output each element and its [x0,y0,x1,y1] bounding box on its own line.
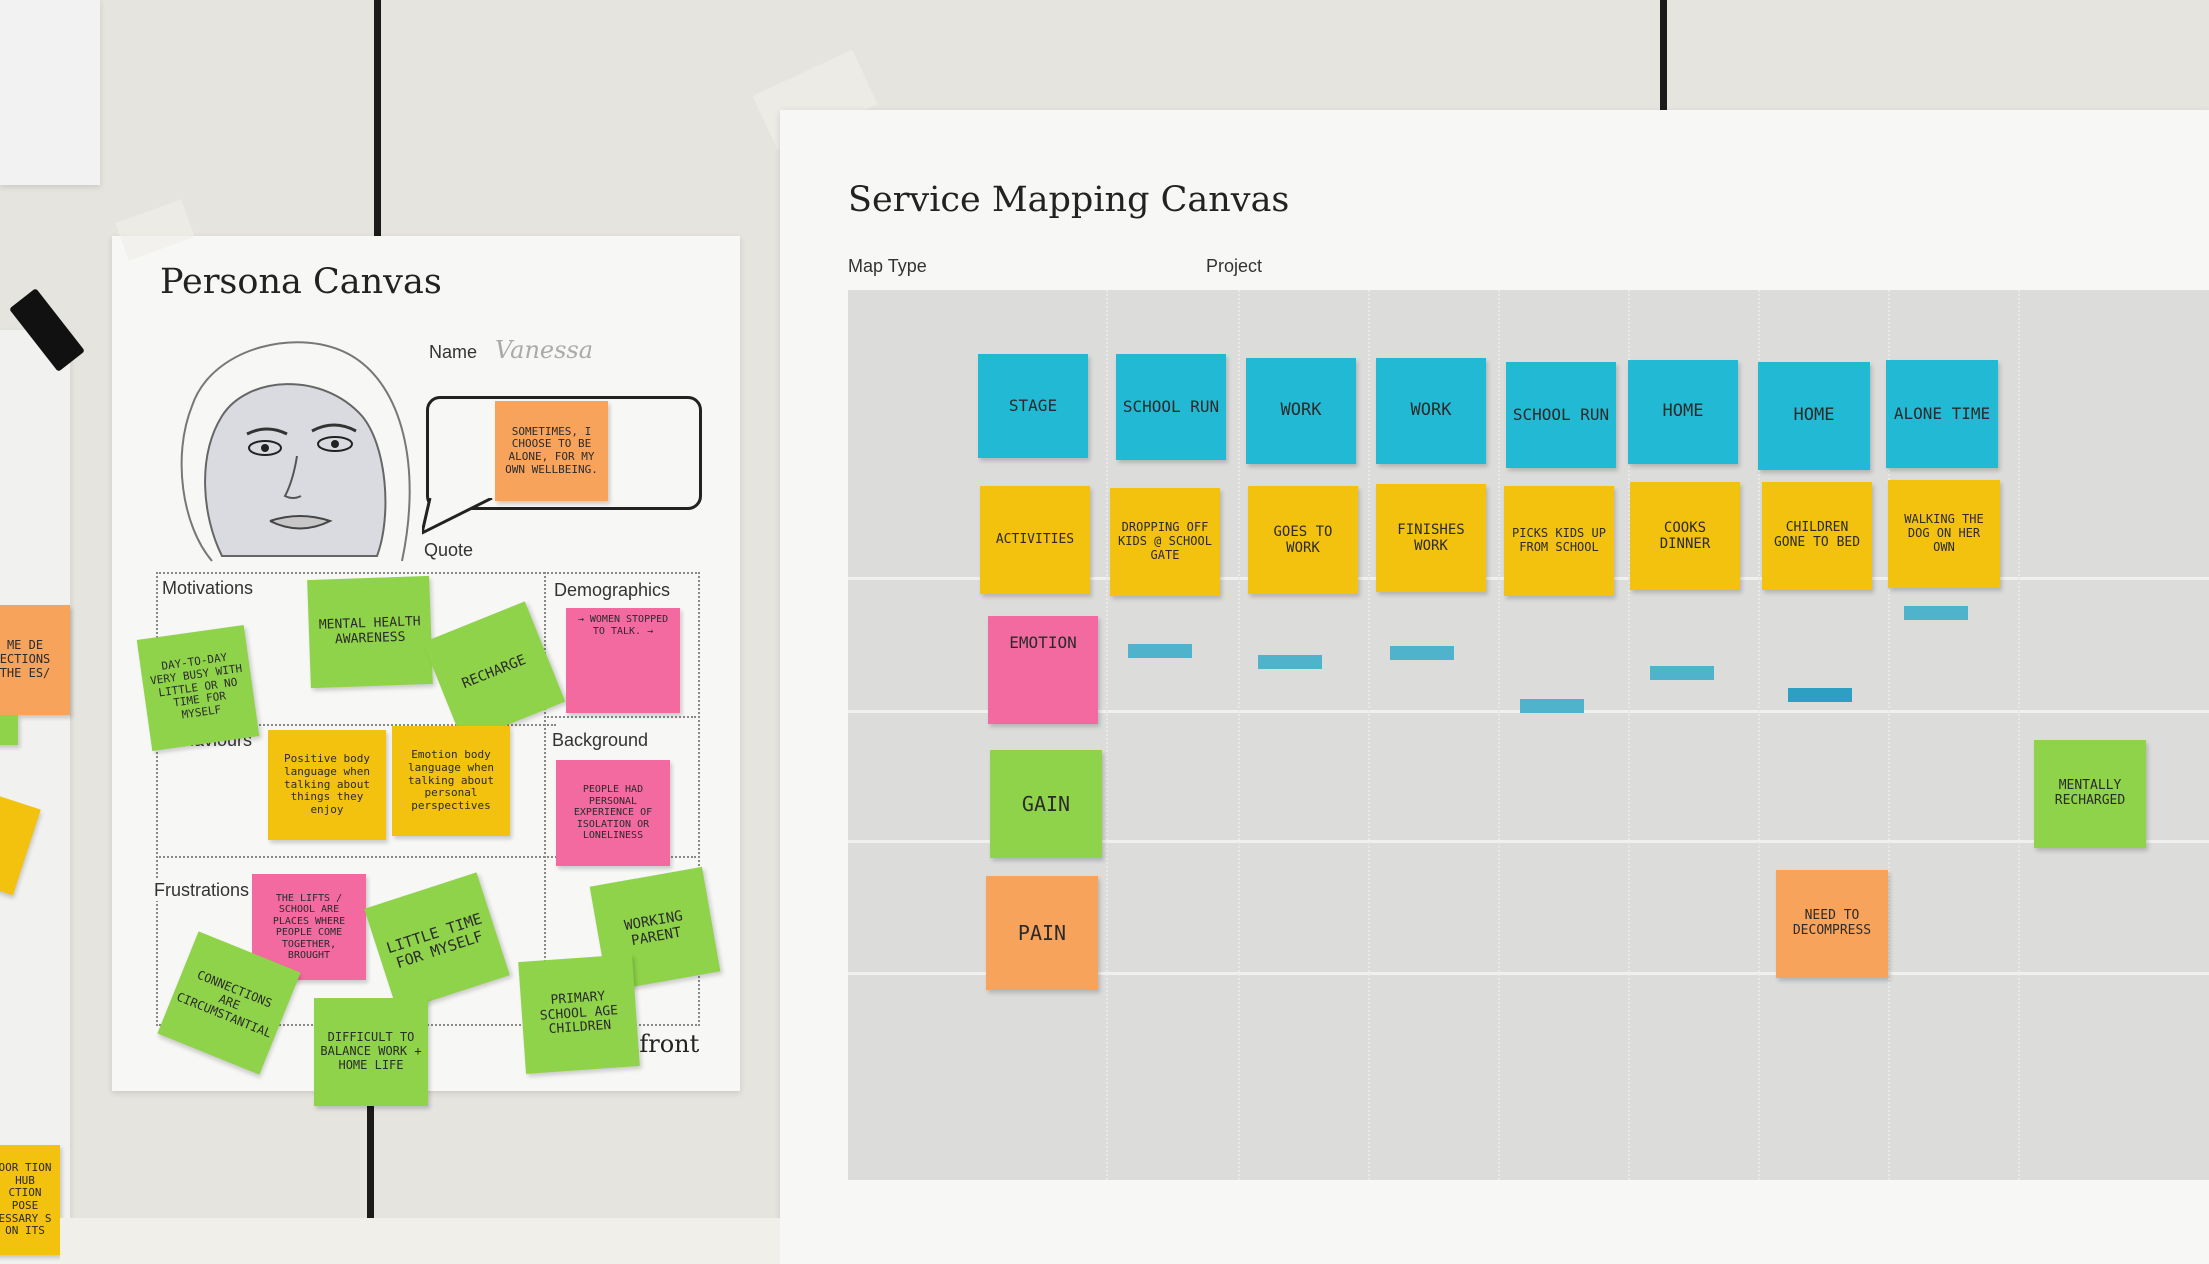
persona-note-people-had: People had personal experience of isolat… [556,760,670,866]
stage-note-5: Home [1628,360,1738,464]
background-label: Background [552,730,648,751]
persona-canvas-sheet: Persona Canvas Name Vanessa Sometimes, I… [112,236,740,1091]
activity-note-5: Cooks dinner [1630,482,1740,590]
left-side-sheet [0,330,70,1264]
emotion-curve-mark [1788,688,1852,702]
grid-col-line [1238,290,1240,1180]
floor-strip [60,1218,780,1264]
emotion-curve-mark [1128,644,1192,658]
pain-label-note: Pain [986,876,1098,990]
emotion-curve-mark [1650,666,1714,680]
persona-note-mental-health: Mental health awareness [307,576,433,688]
motivations-label: Motivations [162,578,253,599]
activity-note-0: Activities [980,486,1090,594]
grid-divider [544,716,696,718]
stage-note-4: School run [1506,362,1616,468]
activity-note-3: Finishes work [1376,484,1486,592]
persona-title: Persona Canvas [160,262,442,302]
left-edge-bottom-note: oor tion hub ction pose essary s on its [0,1145,60,1255]
service-canvas-sheet: Service Mapping Canvas Map Type Project … [780,110,2209,1264]
grid-col-line [1106,290,1108,1180]
map-type-label: Map Type [848,256,927,277]
emotion-curve-mark [1904,606,1968,620]
activity-note-1: Dropping off kids @ school gate [1110,488,1220,596]
persona-note-women-stopped: → Women stopped to talk. → [566,608,680,713]
wall-seam [374,0,381,240]
frustrations-label: Frustrations [154,880,249,901]
activity-note-7: Walking the dog on her own [1888,480,2000,588]
stage-note-1: School run [1116,354,1226,460]
emotion-curve-mark [1520,699,1584,713]
pain-note-need-to-decompress: Need to decompress [1776,870,1888,978]
wall-seam [1660,0,1667,112]
persona-note-primary-school: Primary school age children [518,954,640,1074]
name-label: Name [429,342,477,363]
gain-label-note: Gain [990,750,1102,858]
persona-note-difficult: Difficult to balance work + home life [314,998,428,1106]
persona-note-positive-body: Positive body language when talking abou… [268,730,386,840]
activity-note-2: Goes to work [1248,486,1358,594]
quote-bubble-tail [422,498,502,538]
activity-note-6: Children gone to bed [1762,482,1872,590]
left-edge-green-note [0,715,18,745]
emotion-curve-mark [1390,646,1454,660]
stage-note-7: Alone time [1886,360,1998,468]
service-title: Service Mapping Canvas [848,180,1289,220]
quote-label: Quote [424,540,473,561]
quote-note: Sometimes, I choose to be alone, for my … [495,401,608,501]
stage-note-0: Stage [978,354,1088,458]
persona-note-emotion-body: Emotion body language when talking about… [392,726,510,836]
stage-note-3: Work [1376,358,1486,464]
demographics-label: Demographics [554,580,670,601]
grid-divider [544,572,546,1022]
emotion-label-note: Emotion [988,616,1098,724]
left-top-sheet [0,0,100,185]
stage-note-6: Home [1758,362,1870,470]
persona-sketch [152,326,442,566]
gain-note-mentally-recharged: Mentally recharged [2034,740,2146,848]
grid-col-line [2018,290,2020,1180]
name-value: Vanessa [495,336,593,364]
emotion-curve-mark [1258,655,1322,669]
persona-note-day-to-day: Day-to-day very busy with little or no t… [137,625,260,751]
grid-col-line [1498,290,1500,1180]
left-edge-orange-note: me de ections the es/ [0,605,70,715]
stage-note-2: Work [1246,358,1356,464]
grid-col-line [1368,290,1370,1180]
project-label: Project [1206,256,1262,277]
activity-note-4: Picks kids up from school [1504,486,1614,596]
